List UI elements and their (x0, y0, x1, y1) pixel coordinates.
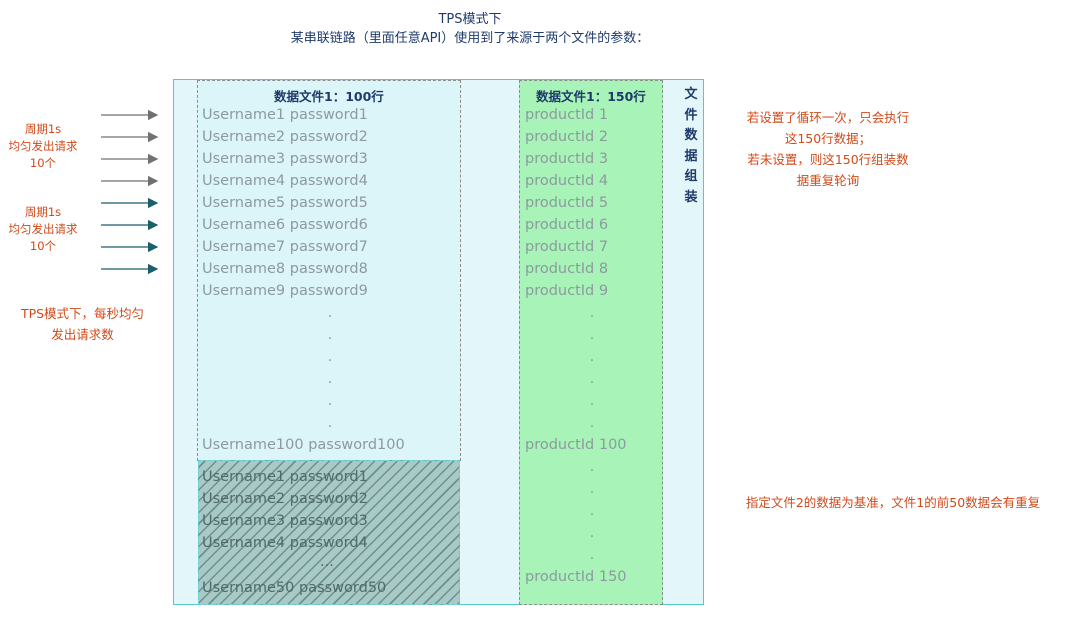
base-note: 指定文件2的数据为基准，文件1的前50数据会有重复 (745, 495, 1041, 510)
arrow-group-gray (101, 109, 159, 187)
file1-row: Username5 password5 (202, 195, 368, 211)
file1-row: Username3 password3 (202, 151, 368, 167)
period-label-2-line3: 10个 (29, 239, 57, 253)
repeat-row: Username3 password3 (202, 513, 368, 529)
file1-row: Username4 password4 (202, 173, 368, 189)
loop-note-line3: 若未设置，则这150行组装数 (747, 152, 909, 167)
ellipsis-dot: . (589, 393, 595, 409)
ellipsis-dot: . (589, 371, 595, 387)
repeat-row: Username2 password2 (202, 491, 368, 507)
file2-row: productId 8 (525, 261, 609, 277)
file2-ellipsis: . . . . . . (587, 302, 597, 434)
ellipsis-dot: . (327, 415, 333, 431)
file2-row: productId 4 (525, 173, 609, 189)
ellipsis-dot: . (327, 349, 333, 365)
file1-column (197, 80, 461, 461)
file2-row: productId 9 (525, 283, 609, 299)
file1-row: Username9 password9 (202, 283, 368, 299)
ellipsis-dot: . (589, 459, 595, 475)
tps-note-line2: 发出请求数 (51, 327, 114, 342)
file2-header: 数据文件1：150行 (536, 89, 646, 104)
period-label-1-line1: 周期1s (24, 122, 62, 136)
ellipsis-dot: . (327, 393, 333, 409)
file1-row: Username2 password2 (202, 129, 368, 145)
file2-last-row: productId 150 (525, 569, 627, 585)
ellipsis-dot: . (589, 525, 595, 541)
assembly-char: 据 (684, 148, 698, 164)
loop-note-line2: 这150行数据； (784, 131, 872, 146)
ellipsis-dot: . (589, 415, 595, 431)
file1-ellipsis: . . . . . . (325, 302, 335, 434)
file1-header: 数据文件1：100行 (274, 89, 384, 104)
ellipsis-dot: . (327, 327, 333, 343)
file1-row: Username6 password6 (202, 217, 368, 233)
ellipsis-dot: . (589, 305, 595, 321)
repeat-ellipsis: ... (320, 554, 334, 570)
period-label-1-line2: 均匀发出请求 (8, 139, 78, 153)
loop-note-line1: 若设置了循环一次，只会执行 (746, 110, 910, 125)
assembly-char: 件 (684, 107, 698, 123)
file2-row: productId 7 (525, 239, 609, 255)
file2-rows: productId 1 productId 2 productId 3 prod… (525, 104, 608, 302)
assembly-label: 文 件 数 据 组 装 (681, 85, 701, 208)
arrow-group-teal (101, 197, 159, 275)
file1-last-row: Username100 password100 (202, 437, 405, 453)
ellipsis-dot: . (589, 481, 595, 497)
diagram-title: TPS模式下 (438, 12, 502, 27)
file1-repeat-block (198, 460, 460, 605)
file2-row: productId 5 (525, 195, 609, 211)
ellipsis-dot: . (589, 547, 595, 563)
tps-note: TPS模式下，每秒均匀 发出请求数 (0, 303, 165, 345)
repeat-row: Username1 password1 (202, 469, 368, 485)
period-label-2: 周期1s 均匀发出请求 10个 (2, 204, 84, 255)
period-label-1-line3: 10个 (29, 156, 57, 170)
ellipsis-dot: . (589, 503, 595, 519)
period-label-2-line1: 周期1s (24, 205, 62, 219)
diagram-subtitle: 某串联链路（里面任意API）使用到了来源于两个文件的参数： (290, 31, 650, 46)
repeat-last-row: Username50 password50 (202, 580, 387, 596)
file1-repeat-rows: Username1 password1 Username2 password2 … (202, 466, 368, 554)
file2-column (519, 80, 663, 605)
assembly-char: 组 (684, 169, 698, 184)
loop-note: 若设置了循环一次，只会执行 这150行数据； 若未设置，则这150行组装数 据重… (722, 107, 934, 191)
ellipsis-dot: . (589, 327, 595, 343)
file1-row: Username1 password1 (202, 107, 368, 123)
assembly-char: 装 (684, 189, 698, 205)
file1-row: Username8 password8 (202, 261, 368, 277)
file2-row-100: productId 100 (525, 437, 627, 453)
ellipsis-dot: . (589, 349, 595, 365)
assembly-char: 文 (684, 87, 698, 102)
file2-row: productId 2 (525, 129, 609, 145)
ellipsis-dot: . (327, 371, 333, 387)
tps-note-line1: TPS模式下，每秒均匀 (20, 306, 145, 321)
file1-row: Username7 password7 (202, 239, 368, 255)
period-label-1: 周期1s 均匀发出请求 10个 (2, 121, 84, 172)
ellipsis-dot: . (327, 305, 333, 321)
file2-row: productId 3 (525, 151, 609, 167)
file2-row: productId 6 (525, 217, 609, 233)
file2-row: productId 1 (525, 107, 609, 123)
period-label-2-line2: 均匀发出请求 (8, 222, 78, 236)
file2-ellipsis-2: . . . . . (587, 456, 597, 566)
repeat-row: Username4 password4 (202, 535, 368, 551)
file1-rows: Username1 password1 Username2 password2 … (202, 104, 368, 302)
assembly-char: 数 (684, 128, 698, 143)
loop-note-line4: 据重复轮询 (796, 173, 860, 188)
